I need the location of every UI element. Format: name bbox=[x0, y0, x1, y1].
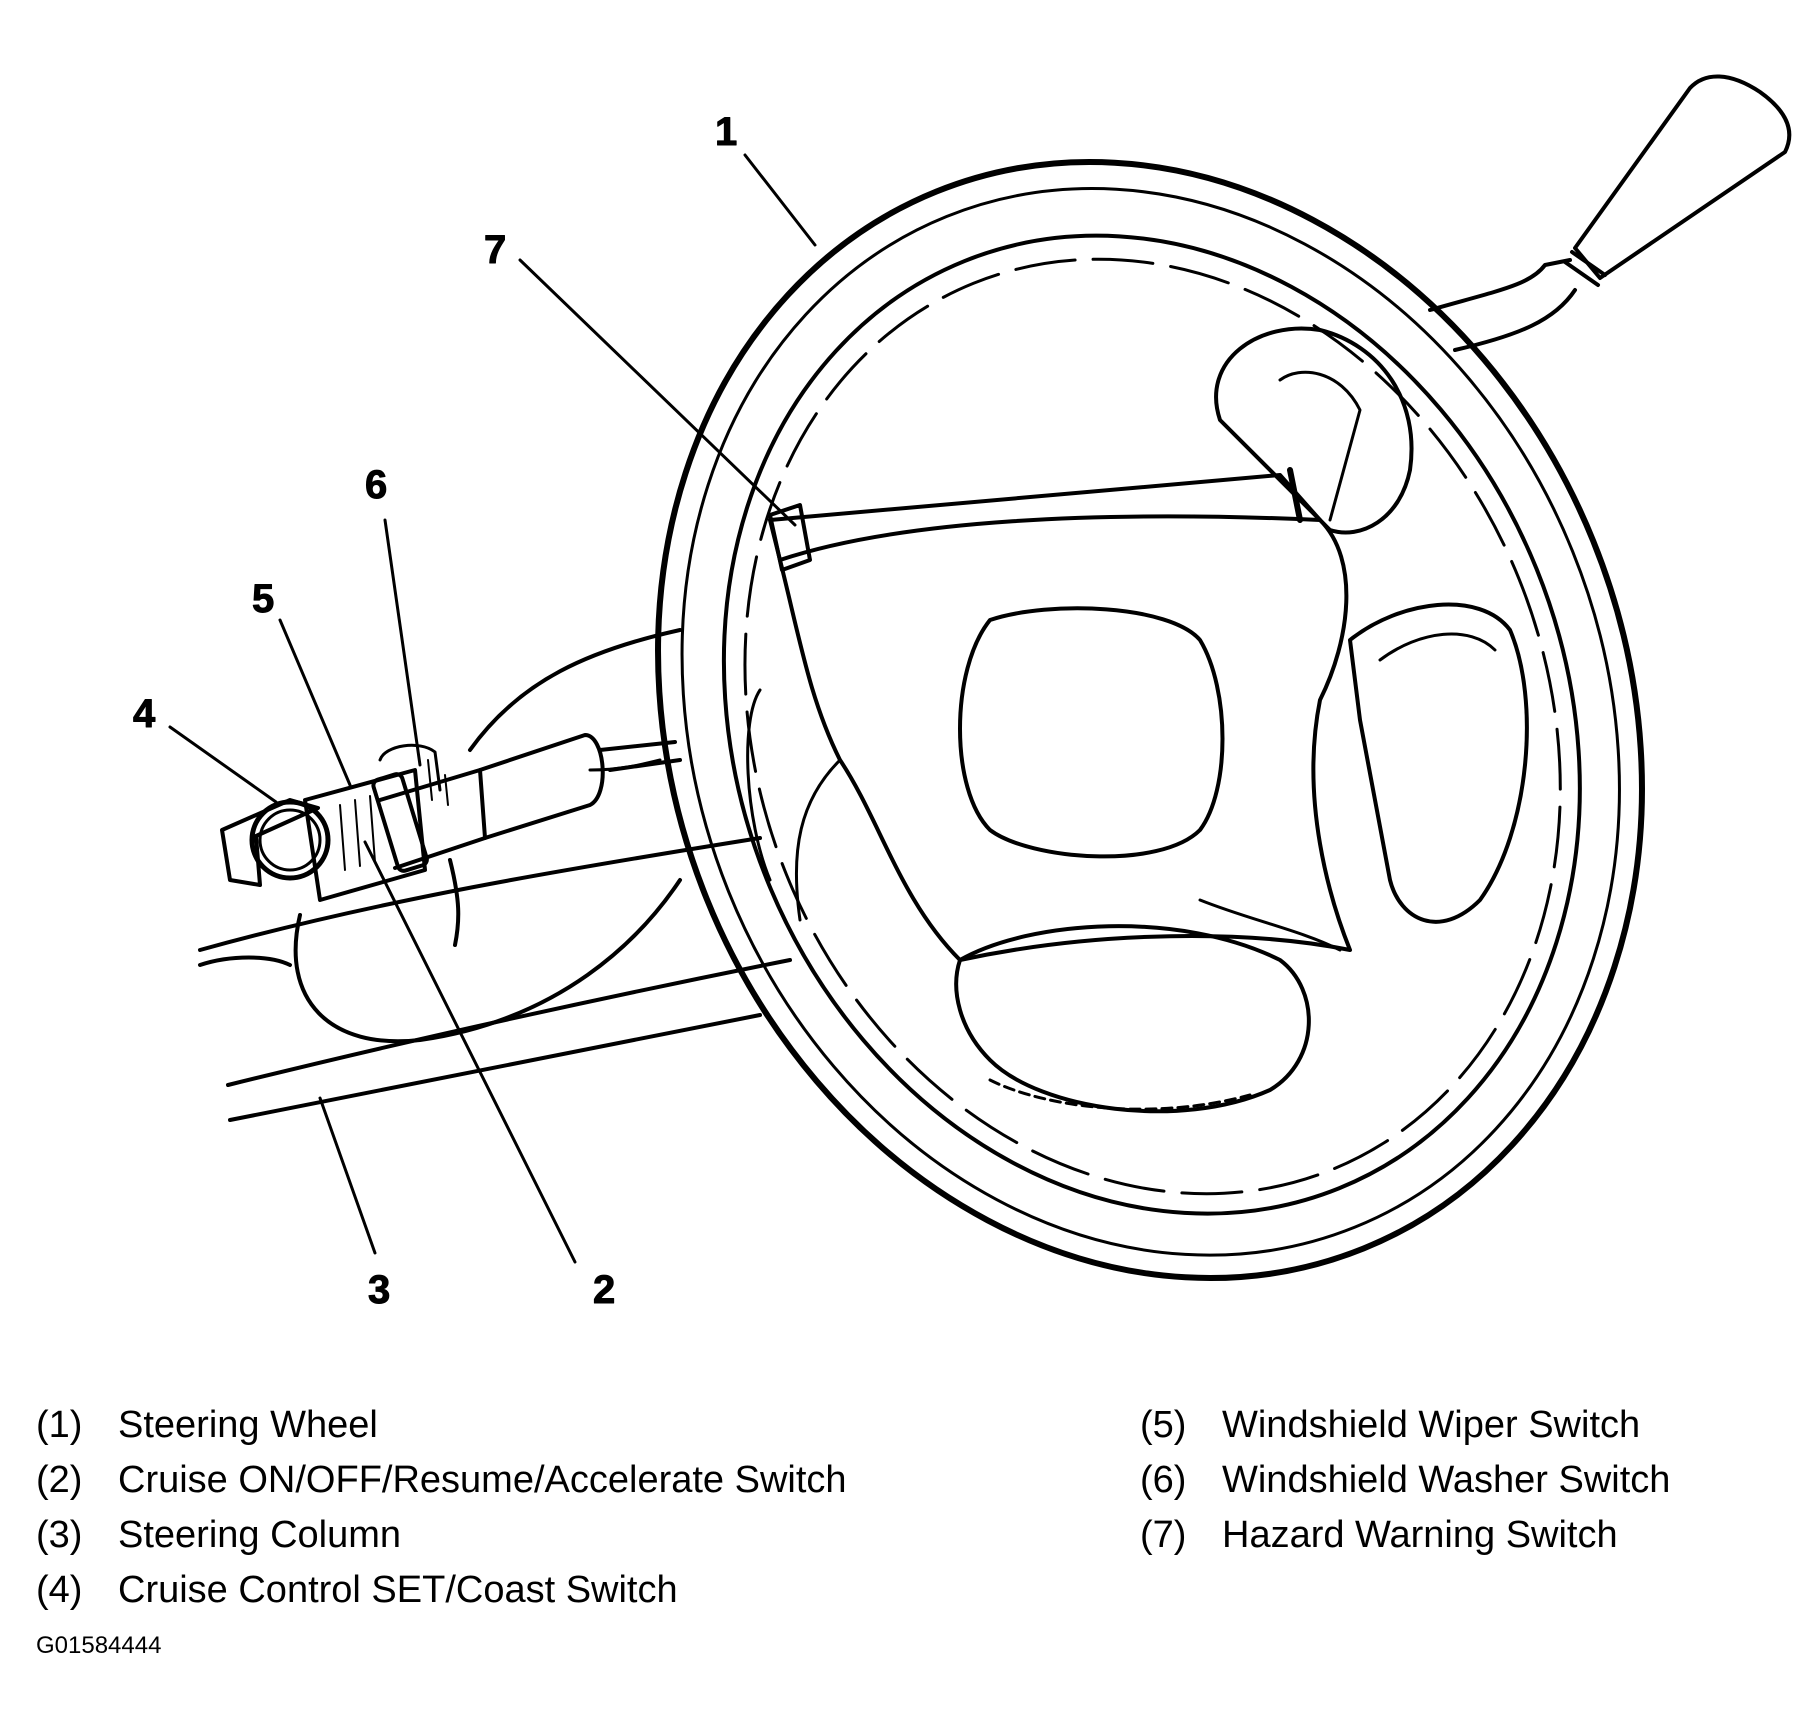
leader-lines bbox=[168, 153, 817, 1264]
legend-label: Windshield Washer Switch bbox=[1222, 1459, 1671, 1501]
legend-label: Steering Column bbox=[118, 1514, 402, 1556]
legend-label: Cruise ON/OFF/Resume/Accelerate Switch bbox=[118, 1459, 847, 1501]
legend-left-column: (1) Steering Wheel (2) Cruise ON/OFF/Res… bbox=[36, 1398, 847, 1618]
legend-number: (2) bbox=[36, 1459, 83, 1501]
legend-item-3: (3) Steering Column bbox=[36, 1508, 847, 1563]
legend-item-5: (5) Windshield Wiper Switch bbox=[1140, 1398, 1670, 1453]
legend-item-1: (1) Steering Wheel bbox=[36, 1398, 847, 1453]
leader-line-7 bbox=[518, 258, 797, 527]
legend-number: (5) bbox=[1140, 1404, 1187, 1446]
legend-item-2: (2) Cruise ON/OFF/Resume/Accelerate Swit… bbox=[36, 1453, 847, 1508]
legend-item-6: (6) Windshield Washer Switch bbox=[1140, 1453, 1670, 1508]
legend-label: Cruise Control SET/Coast Switch bbox=[118, 1569, 678, 1611]
legend-right-column: (5) Windshield Wiper Switch (6) Windshie… bbox=[1140, 1398, 1670, 1563]
callout-3: 3 bbox=[368, 1268, 390, 1312]
legend-item-7: (7) Hazard Warning Switch bbox=[1140, 1508, 1670, 1563]
multifunction-stalk bbox=[220, 733, 662, 902]
callout-1: 1 bbox=[715, 110, 737, 154]
legend-number: (7) bbox=[1140, 1514, 1187, 1556]
legend-label: Windshield Wiper Switch bbox=[1222, 1404, 1641, 1446]
leader-line-4 bbox=[168, 725, 278, 804]
legend-number: (3) bbox=[36, 1514, 83, 1556]
figure-id: G01584444 bbox=[36, 1632, 162, 1659]
legend-number: (6) bbox=[1140, 1459, 1187, 1501]
steering-column-illustration: 1 2 3 4 5 6 7 bbox=[133, 74, 1792, 1313]
legend-item-4: (4) Cruise Control SET/Coast Switch bbox=[36, 1563, 847, 1618]
legend-number: (1) bbox=[36, 1404, 83, 1446]
leader-line-3 bbox=[318, 1096, 377, 1255]
steering-column-shaft bbox=[198, 628, 792, 1122]
callout-2: 2 bbox=[593, 1268, 615, 1312]
legend-number: (4) bbox=[36, 1569, 83, 1611]
steering-wheel bbox=[655, 158, 1645, 1282]
leader-line-5 bbox=[278, 618, 352, 787]
callout-6: 6 bbox=[365, 463, 387, 507]
callout-5: 5 bbox=[252, 577, 274, 621]
callout-4: 4 bbox=[133, 692, 156, 736]
gear-shift-lever bbox=[1428, 74, 1792, 352]
leader-line-6 bbox=[383, 518, 422, 767]
legend-label: Steering Wheel bbox=[118, 1404, 378, 1446]
leader-line-2 bbox=[363, 840, 577, 1264]
leader-line-1 bbox=[743, 153, 817, 247]
legend-label: Hazard Warning Switch bbox=[1222, 1514, 1618, 1556]
callout-7: 7 bbox=[484, 228, 506, 272]
